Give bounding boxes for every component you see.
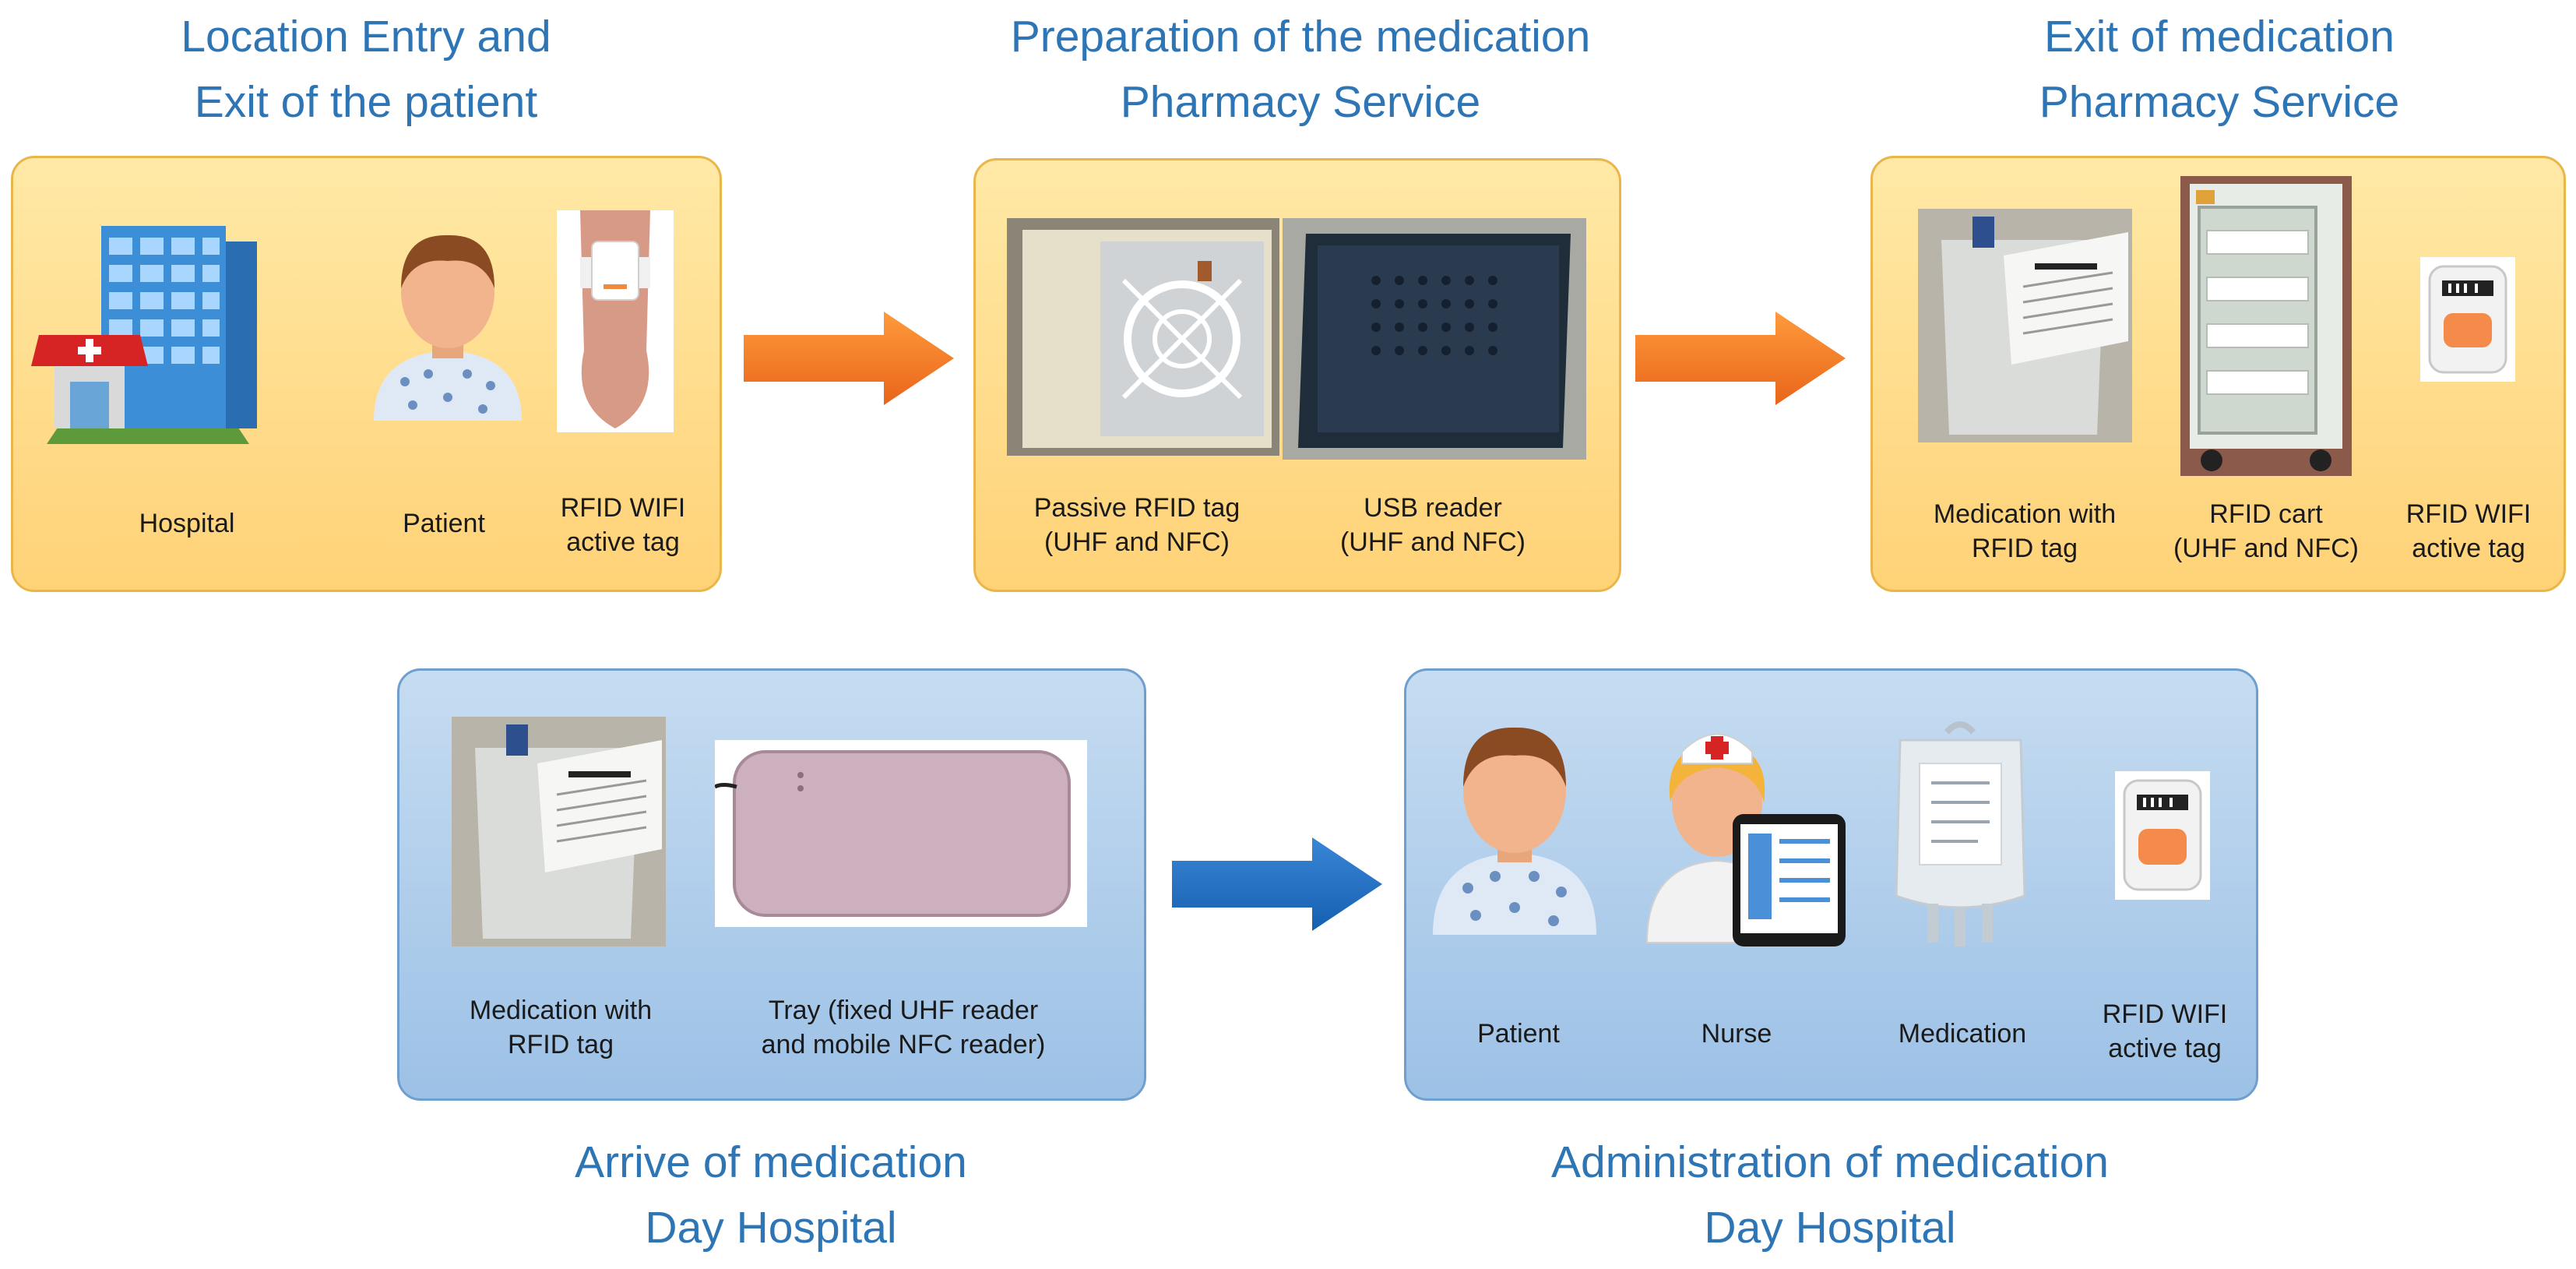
- usb-reader-label: USB reader (UHF and NFC): [1339, 493, 1526, 557]
- stage-4-title: Arrive of medication Day Hospital: [498, 1130, 1043, 1260]
- wifi-active-tag-photo-2: [2115, 771, 2210, 900]
- passive-rfid-tag-label: Passive RFID tag (UHF and NFC): [1033, 493, 1240, 557]
- rfid-cart-photo: [2180, 176, 2352, 476]
- stage-4-title-line2: Day Hospital: [645, 1203, 897, 1253]
- stage-5-title-line2: Day Hospital: [1704, 1203, 1956, 1253]
- stage-4-title-line1: Arrive of medication: [575, 1137, 967, 1187]
- iv-bag-icon: [1884, 717, 2036, 950]
- wifi-tag-label-3: RFID WIFI active tag: [2102, 999, 2228, 1063]
- wristband-tag-photo: [557, 210, 674, 432]
- tray-label: Tray (fixed UHF reader and mobile NFC re…: [761, 996, 1046, 1059]
- wifi-tag-label-2: RFID WIFI active tag: [2405, 499, 2532, 563]
- usb-reader-photo: [1283, 218, 1586, 460]
- stage-2-title-line1: Preparation of the medication: [1010, 12, 1591, 62]
- stage-1-title-line1: Location Entry and: [181, 12, 551, 62]
- stage-1-title: Location Entry and Exit of the patient: [93, 4, 639, 135]
- passive-rfid-tag-photo: [1007, 218, 1279, 456]
- hospital-icon: [31, 210, 265, 460]
- stage-3-title-line1: Exit of medication: [2044, 12, 2395, 62]
- stage-5-title: Administration of medication Day Hospita…: [1464, 1130, 2196, 1260]
- nurse-label: Nurse: [1701, 1019, 1772, 1049]
- patient-label: Patient: [403, 509, 485, 538]
- patient-icon: [366, 226, 530, 421]
- patient-label-2: Patient: [1477, 1019, 1560, 1049]
- medication-bag-photo-2: [452, 717, 666, 946]
- medication-with-tag-label-2: Medication with RFID tag: [469, 996, 653, 1059]
- tray-reader-photo: [715, 740, 1087, 927]
- stage-2-title: Preparation of the medication Pharmacy S…: [950, 4, 1651, 135]
- arrow-2-orange: [1635, 312, 1846, 405]
- stage-3-title: Exit of medication Pharmacy Service: [1947, 4, 2492, 135]
- stage-5-title-line1: Administration of medication: [1550, 1137, 2109, 1187]
- patient-icon-2: [1425, 717, 1604, 935]
- stage-2-title-line2: Pharmacy Service: [1120, 77, 1481, 127]
- wifi-active-tag-photo-1: [2420, 257, 2515, 382]
- arrow-1-orange: [744, 312, 954, 405]
- stage-1-title-line2: Exit of the patient: [194, 77, 538, 127]
- nurse-with-tablet-icon: [1639, 717, 1849, 950]
- stage-3-title-line2: Pharmacy Service: [2039, 77, 2400, 127]
- medication-bag-photo-1: [1918, 209, 2132, 442]
- wifi-tag-label-1: RFID WIFI active tag: [560, 493, 686, 557]
- rfid-cart-label: RFID cart (UHF and NFC): [2173, 499, 2360, 563]
- medication-with-tag-label-1: Medication with RFID tag: [1933, 499, 2117, 563]
- arrow-3-blue: [1172, 837, 1382, 931]
- hospital-label: Hospital: [139, 509, 235, 538]
- medication-label: Medication: [1898, 1019, 2027, 1049]
